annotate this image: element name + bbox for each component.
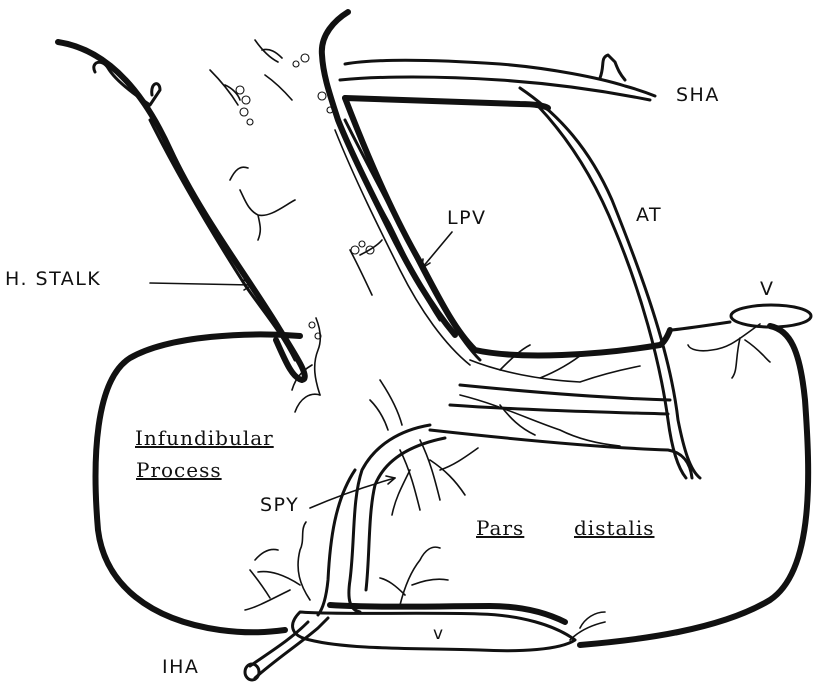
- spy-pointer: [310, 478, 395, 508]
- at-vessel-inner: [538, 106, 686, 478]
- label-infundibular: Infundibular: [135, 426, 274, 450]
- lpv-pointer: [422, 232, 452, 268]
- label-process: Process: [136, 458, 222, 482]
- stalk-left-wall: [58, 42, 305, 380]
- label-iha: IHA: [162, 656, 199, 678]
- chamber-top: [345, 98, 548, 108]
- iha-vessel: [250, 618, 328, 678]
- label-distalis: distalis: [574, 516, 654, 540]
- cross-vessel-2: [450, 405, 668, 414]
- label-v-top: V: [760, 278, 775, 300]
- gland-outline: [96, 335, 300, 633]
- cross-vessel-1: [460, 385, 670, 400]
- gland-outline-top-right: [672, 322, 730, 330]
- label-h-stalk: H. STALK: [5, 268, 101, 290]
- label-pars: Pars: [476, 516, 524, 540]
- label-lpv: LPV: [447, 207, 487, 229]
- capillary-branches: [210, 40, 770, 640]
- h-stalk-pointer: [150, 283, 252, 285]
- gland-outline-right: [580, 326, 808, 645]
- at-vessel-outer: [520, 88, 700, 478]
- spy-vessel-1: [349, 425, 430, 612]
- sha-branch: [600, 55, 625, 80]
- label-sha: SHA: [676, 84, 720, 106]
- label-v-bottom: v: [433, 624, 445, 644]
- label-at: AT: [636, 204, 662, 226]
- label-spy: SPY: [260, 494, 299, 516]
